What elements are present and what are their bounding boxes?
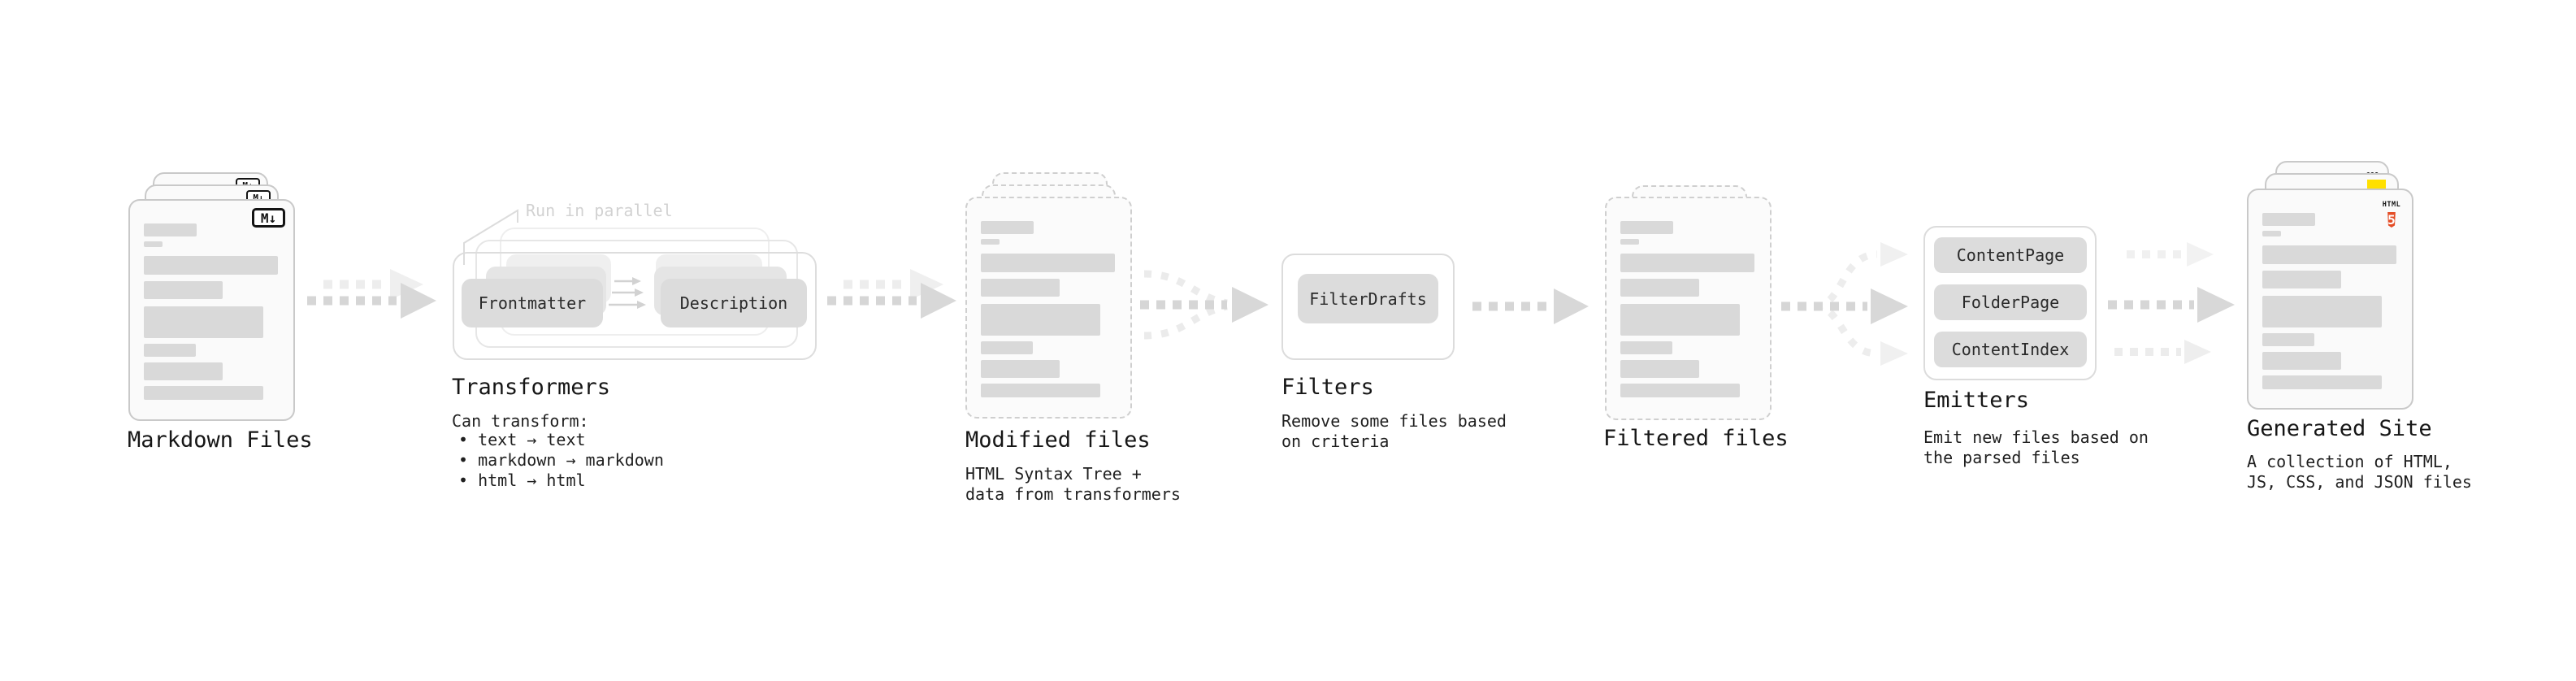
- markdown-file-card-front: M↓: [128, 199, 295, 421]
- transformers-box-front: [453, 252, 817, 360]
- arrow-modified-to-filters-merge: [1140, 270, 1268, 340]
- markdown-files-label: Markdown Files: [128, 427, 313, 453]
- parallel-mini-arrows: [609, 277, 646, 309]
- emitters-desc-line1: Emit new files based on: [1923, 427, 2149, 447]
- arrows-emitters-to-generated: [2108, 242, 2235, 364]
- description-chip: Description: [661, 279, 807, 327]
- document-skeleton: [1620, 221, 1754, 397]
- generated-site-desc-line2: JS, CSS, and JSON files: [2247, 472, 2472, 492]
- markdown-icon: M↓: [252, 208, 285, 228]
- arrow-filtered-to-emitters-fanout: [1781, 242, 1908, 366]
- filtered-file-card-front: [1605, 197, 1772, 420]
- document-skeleton: [144, 223, 278, 400]
- document-skeleton: [2262, 213, 2396, 389]
- generated-site-label: Generated Site: [2247, 416, 2432, 441]
- emitters-desc-line2: the parsed files: [1923, 448, 2080, 467]
- transformers-desc-title: Can transform:: [452, 411, 589, 431]
- contentindex-chip: ContentIndex: [1934, 332, 2087, 367]
- arrow-markdown-to-transformers: [307, 269, 436, 319]
- modified-files-desc-line2: data from transformers: [965, 484, 1181, 504]
- modified-file-card-front: [965, 197, 1132, 419]
- contentpage-chip: ContentPage: [1934, 237, 2087, 273]
- frontmatter-chip: Frontmatter: [462, 279, 603, 327]
- transformers-label: Transformers: [452, 375, 611, 400]
- filters-desc-line2: on criteria: [1281, 432, 1390, 451]
- transformers-bullet-3: • html → html: [458, 471, 586, 490]
- run-in-parallel-connector: [463, 209, 518, 265]
- arrow-transformers-to-modified: [827, 269, 956, 319]
- transformers-bullet-2: • markdown → markdown: [458, 450, 664, 470]
- filterdrafts-chip: FilterDrafts: [1298, 274, 1438, 323]
- html5-icon: HTML 5: [2382, 201, 2401, 228]
- arrow-filters-to-filtered: [1472, 288, 1589, 324]
- generated-html-card: HTML 5: [2247, 189, 2413, 410]
- folderpage-chip: FolderPage: [1934, 284, 2087, 320]
- emitters-label: Emitters: [1923, 388, 2030, 413]
- modified-files-label: Modified files: [965, 427, 1151, 453]
- generated-site-desc-line1: A collection of HTML,: [2247, 452, 2452, 471]
- modified-files-desc-line1: HTML Syntax Tree +: [965, 464, 1142, 484]
- javascript-icon: [2367, 180, 2386, 189]
- filters-desc-line1: Remove some files based: [1281, 411, 1507, 431]
- filters-label: Filters: [1281, 375, 1374, 400]
- transformers-bullet-1: • text → text: [458, 430, 586, 449]
- filtered-files-label: Filtered files: [1603, 426, 1789, 451]
- run-in-parallel-annotation: Run in parallel: [526, 201, 673, 220]
- document-skeleton: [981, 221, 1115, 397]
